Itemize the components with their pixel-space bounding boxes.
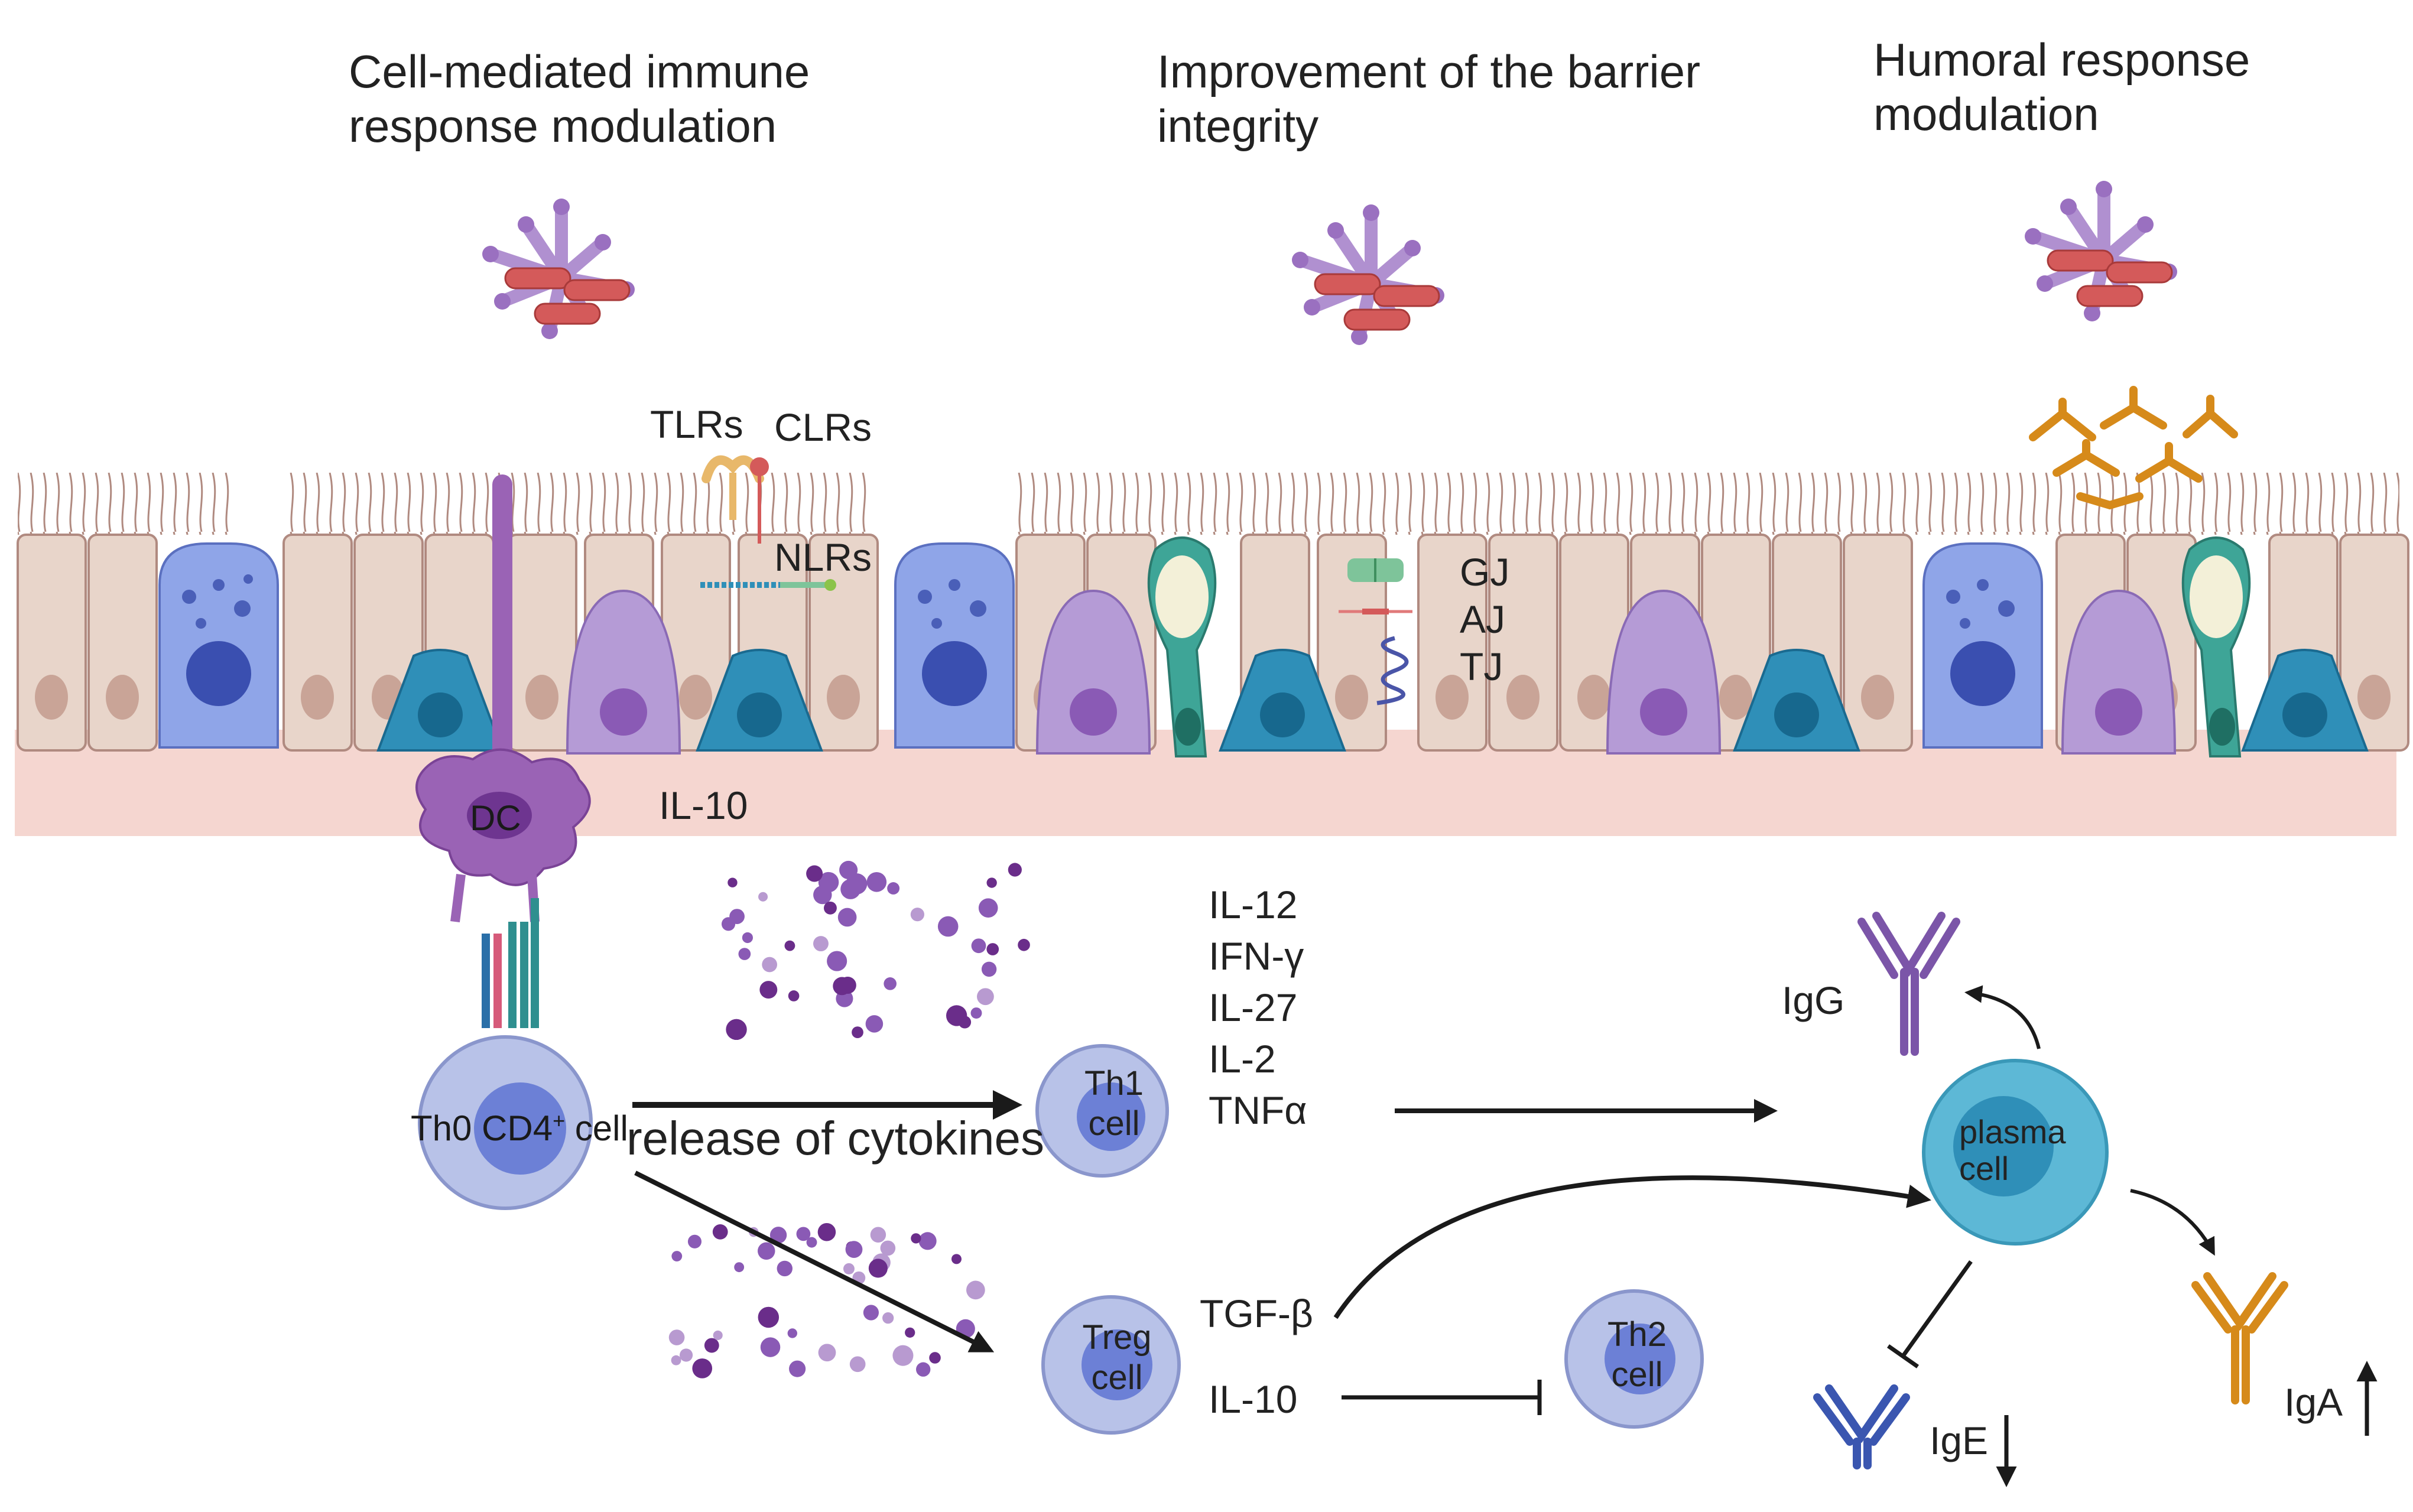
heading-humoral: Humoral response modulation (1873, 34, 2250, 141)
tuft-cell (2061, 589, 2177, 755)
iga-label: IgA (2284, 1380, 2343, 1424)
enteroendocrine-cell (376, 649, 504, 752)
enteroendocrine-cell (2241, 649, 2369, 752)
cytokine-tgfb: TGF-β (1200, 1292, 1313, 1335)
enteroendocrine-cell (1733, 649, 1860, 752)
microvilli-1 (18, 473, 230, 535)
th2-cell (1564, 1289, 1704, 1429)
gj-label: GJ (1460, 550, 1510, 594)
cytokine-dots-upper (721, 860, 1030, 1040)
tuft-cell (1606, 589, 1722, 755)
th1-cell (1035, 1044, 1169, 1178)
luminal-iga-cluster (2029, 386, 2238, 510)
enterocyte (2339, 534, 2409, 752)
heading-cell-mediated: Cell-mediated immune response modulation (349, 45, 810, 152)
ige-label: IgE (1930, 1419, 1989, 1462)
enteroendocrine-cell (696, 649, 823, 752)
dendritic-cell (415, 474, 591, 922)
dc-label: DC (470, 798, 521, 838)
arrow-to-treg (634, 1170, 995, 1352)
microvilli-3 (1011, 473, 2399, 535)
cytokine-dots-lower (668, 1223, 985, 1378)
il10-lamina-label: IL-10 (659, 783, 748, 827)
enterocyte (1488, 534, 1558, 752)
tuft-cell (566, 589, 681, 755)
tlrs-label: TLRs (650, 402, 743, 446)
cytokine-ifng: IFN-γ (1209, 934, 1304, 978)
th1-cytokine-list: IL-12 IFN-γ IL-27 IL-2 TNFα (1209, 879, 1307, 1136)
ige-antibody (1813, 1384, 1910, 1469)
tuft-cell (1035, 589, 1151, 755)
enterocyte (661, 534, 731, 752)
igg-label: IgG (1782, 978, 1845, 1022)
tlr-clr-receptors (702, 455, 769, 544)
arrow-treg-to-plasma (1333, 1175, 1931, 1319)
th0-cell (418, 1035, 593, 1210)
cytokine-il27: IL-27 (1209, 986, 1298, 1029)
iga-antibody (2191, 1272, 2288, 1404)
igg-antibody (1857, 912, 1960, 1056)
arrow-plasma-to-iga (2130, 1189, 2215, 1256)
enterocyte (1317, 534, 1387, 752)
bacteria-cluster-3 (2025, 181, 2177, 321)
inhibit-il10-th2 (1342, 1380, 1542, 1415)
enterocyte (1417, 534, 1488, 752)
th0-cell-label: Th0 CD4+ cell (411, 1108, 628, 1148)
plasma-cell (1922, 1059, 2109, 1246)
paneth-cell (1147, 536, 1217, 757)
aj-label: AJ (1460, 597, 1506, 641)
enterocyte (282, 534, 353, 752)
cytokine-tnfa: TNFα (1209, 1088, 1307, 1132)
tj-label: TJ (1460, 645, 1503, 688)
mhc-tcr-interface (482, 898, 539, 1028)
goblet-cell (1922, 542, 2043, 749)
arrow-plasma-to-igg (1964, 985, 2041, 1049)
junction-complex (1339, 558, 1412, 705)
bacteria-cluster-2 (1292, 204, 1444, 345)
nlrs-label: NLRs (774, 535, 872, 579)
inhibit-plasma-ige (1886, 1260, 1973, 1368)
enteroendocrine-cell (1219, 649, 1346, 752)
nlr-receptor (700, 579, 836, 591)
bacteria-cluster-1 (482, 199, 635, 339)
clrs-label: CLRs (774, 405, 872, 449)
goblet-cell (894, 542, 1015, 749)
microvilli-2 (284, 473, 875, 535)
enterocyte (17, 534, 87, 752)
enterocyte (1843, 534, 1913, 752)
cytokine-il10-treg: IL-10 (1209, 1377, 1298, 1421)
enterocyte (87, 534, 158, 752)
paneth-cell (2181, 536, 2251, 757)
treg-cell (1041, 1295, 1181, 1435)
cytokine-il2: IL-2 (1209, 1037, 1276, 1081)
cytokine-il12: IL-12 (1209, 883, 1298, 926)
goblet-cell (158, 542, 279, 749)
release-of-cytokines-label: release of cytokines (626, 1112, 1045, 1165)
heading-barrier-integrity: Improvement of the barrier integrity (1157, 45, 1701, 152)
enterocyte (507, 534, 577, 752)
